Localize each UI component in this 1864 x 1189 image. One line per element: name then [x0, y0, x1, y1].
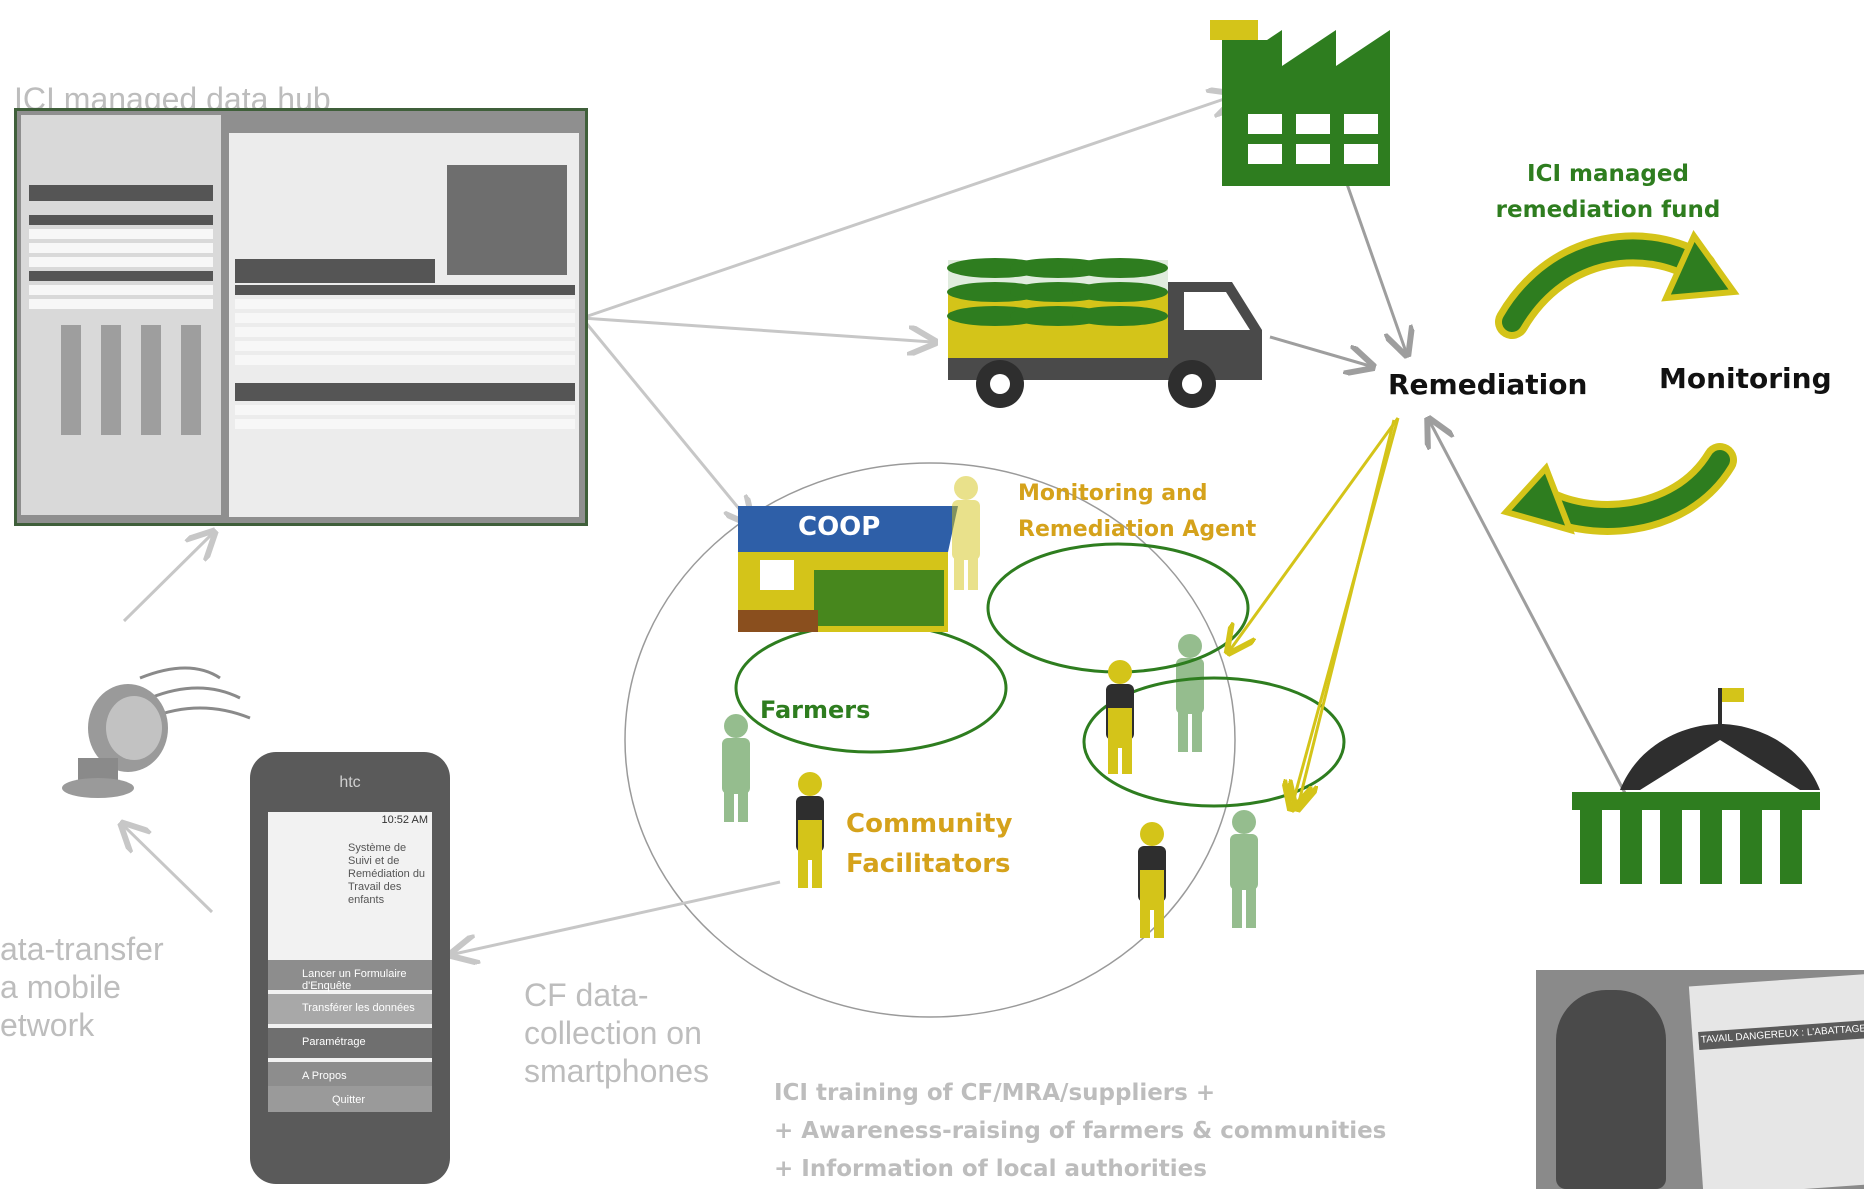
satellite-dish-icon — [50, 648, 270, 798]
arrow-hub-to-truck — [581, 316, 932, 342]
farmer-figure-group2-a — [1138, 822, 1166, 938]
menu-transfer-data[interactable]: Transférer les données — [268, 994, 432, 1024]
arrow-dish-to-hub — [122, 534, 212, 623]
training-poster: TAVAIL DANGEREUX : L'ABATTAGE — [1688, 973, 1864, 1189]
arrow-factory-to-remediation — [1345, 183, 1406, 352]
arrow-remediation-to-group1 — [1230, 417, 1400, 650]
farmer-figure-faded — [722, 714, 750, 822]
arrow-remediation-to-group2-b — [1298, 419, 1396, 806]
child-photo — [447, 165, 567, 275]
local-authority-icon — [1572, 688, 1820, 884]
phone-brand: htc — [339, 774, 361, 791]
factory-icon — [1210, 20, 1390, 186]
arrow-phone-to-dish — [124, 826, 214, 914]
community-facilitators-ellipse — [734, 622, 1008, 754]
farmer-figure-group1-a — [1106, 660, 1134, 774]
farmer-group-ellipse-2 — [1082, 676, 1346, 808]
farmers-label: Farmers — [760, 696, 871, 724]
remediation-label: Remediation — [1388, 368, 1588, 401]
smartphone: htc 10:52 AM Système de Suivi et de Remé… — [250, 752, 450, 1184]
mra-agent-figure — [952, 476, 980, 590]
cf-figure — [796, 772, 824, 888]
arrow-cf-to-phone — [454, 880, 781, 954]
fund-label: ICI managed remediation fund — [1495, 161, 1721, 223]
farmer-figure-group2-b — [1230, 810, 1258, 928]
arrow-hub-to-factory — [581, 96, 1233, 320]
fund-cycle-arrow-top — [1495, 230, 1740, 339]
data-hub-screenshot — [14, 108, 588, 526]
training-photo: TAVAIL DANGEREUX : L'ABATTAGE — [1536, 970, 1864, 1189]
mra-label: Monitoring and Remediation Agent — [1018, 481, 1257, 542]
hub-left-panel — [21, 115, 221, 515]
poster-title: TAVAIL DANGEREUX : L'ABATTAGE — [1698, 1020, 1864, 1050]
menu-launch-form[interactable]: Lancer un Formulaire d'Enquête — [268, 960, 432, 992]
supply-chain-ellipse — [624, 462, 1236, 1018]
phone-clock: 10:52 AM — [381, 814, 428, 826]
training-label: ICI training of CF/MRA/suppliers + + Awa… — [774, 1080, 1387, 1182]
data-transfer-label: ata-transfer a mobile etwork — [0, 931, 164, 1043]
trainer-person — [1556, 990, 1666, 1189]
coop-building-icon — [738, 506, 958, 632]
fund-cycle-arrow-bottom — [1500, 443, 1737, 535]
phone-screen: 10:52 AM Système de Suivi et de Remédiat… — [268, 812, 432, 1112]
menu-quit[interactable]: Quitter — [268, 1086, 432, 1112]
hub-main-panel — [229, 133, 579, 517]
community-facilitators-label: Community Facilitators — [846, 809, 1013, 879]
truck-icon — [947, 258, 1262, 408]
arrow-authority-to-remediation — [1430, 422, 1628, 796]
farmer-group-ellipse-1 — [986, 542, 1250, 674]
cf-collection-label: CF data- collection on smartphones — [524, 977, 709, 1089]
menu-settings[interactable]: Paramétrage — [268, 1028, 432, 1058]
farmer-figure-group1-b — [1176, 634, 1204, 752]
app-title: Système de Suivi et de Remédiation du Tr… — [348, 842, 426, 906]
coop-label: COOP — [798, 512, 881, 542]
monitoring-label: Monitoring — [1659, 362, 1832, 395]
arrow-truck-to-remediation — [1269, 335, 1370, 366]
arrow-hub-to-coop — [580, 317, 750, 522]
